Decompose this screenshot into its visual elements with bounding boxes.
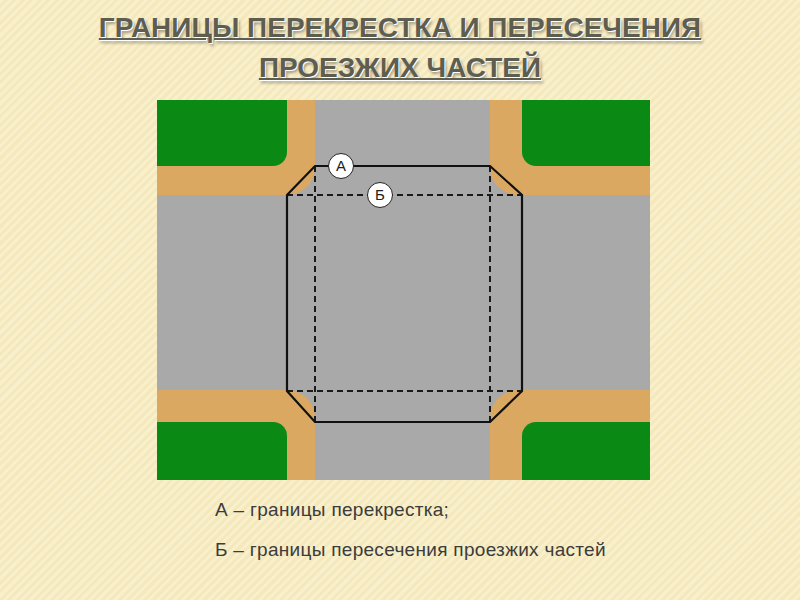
callout-letter: А: [336, 158, 346, 174]
intersection-boundary: [287, 166, 522, 422]
sidewalk: [490, 100, 650, 195]
sidewalk: [490, 390, 650, 480]
dashed-boundary: [287, 390, 522, 392]
lawn: [157, 100, 287, 166]
callout-circle: А: [328, 153, 354, 179]
sidewalk: [157, 100, 315, 195]
slide-title: ГРАНИЦЫ ПЕРЕКРЕСТКА И ПЕРЕСЕЧЕНИЯ ПРОЕЗЖ…: [40, 8, 760, 88]
dashed-boundary: [314, 166, 316, 422]
roadway: [157, 100, 650, 480]
dashed-boundary: [287, 194, 522, 196]
dashed-boundary: [489, 166, 491, 422]
carriageway-crossing-boundary: [287, 166, 522, 422]
lawn: [157, 422, 287, 480]
sidewalk: [157, 390, 315, 480]
lawn: [522, 422, 650, 480]
legend-caption: Б – границы пересечения проезжих частей: [215, 537, 775, 563]
callout-circle: Б: [367, 182, 393, 208]
callout-letter: Б: [375, 187, 385, 203]
legend-caption: А – границы перекрестка;: [215, 497, 775, 523]
lawn: [522, 100, 650, 166]
